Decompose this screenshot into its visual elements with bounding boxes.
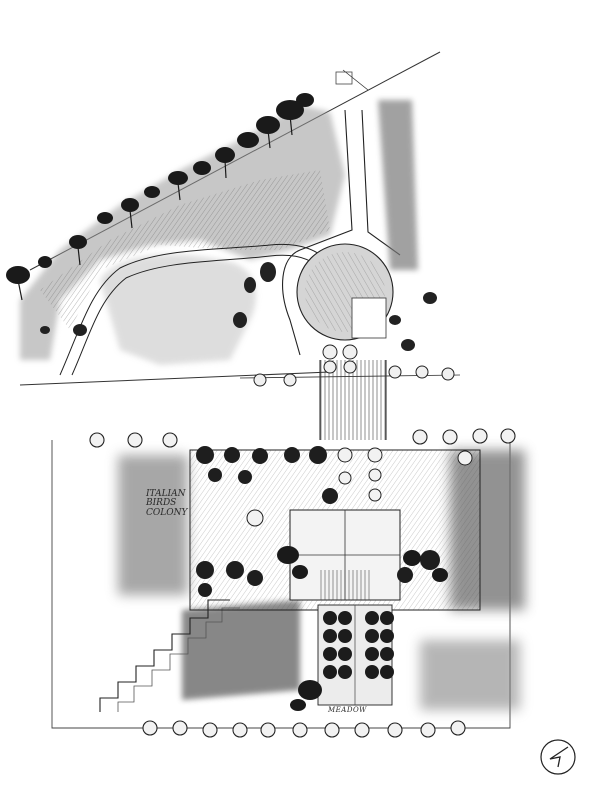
tree-specimen xyxy=(277,546,448,711)
north-arrow-icon xyxy=(540,739,576,775)
tree-row-diagonal xyxy=(6,93,314,284)
tree-cluster-light xyxy=(246,447,473,527)
lower-garden xyxy=(51,440,525,729)
allee-trees xyxy=(323,611,394,679)
upper-woodland xyxy=(6,51,441,386)
entrance-drive xyxy=(282,69,437,356)
tree-cluster-dark xyxy=(196,446,440,597)
tree-row-south xyxy=(142,720,466,738)
tree-row-north xyxy=(89,428,516,448)
central-axis-path xyxy=(239,344,461,440)
